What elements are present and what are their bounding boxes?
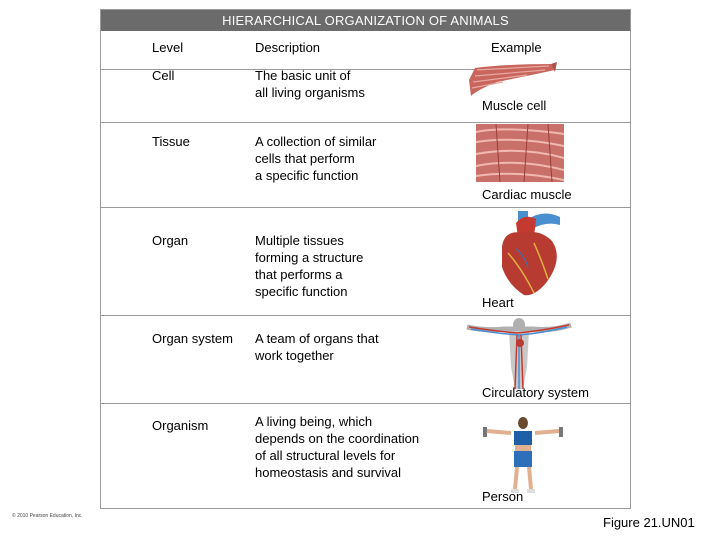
figure-label: Figure 21.UN01 [603, 515, 695, 530]
row-description: A living being, which depends on the coo… [255, 414, 420, 480]
header-description: Description [255, 40, 321, 55]
row-example: Heart [482, 295, 514, 310]
row-example: Cardiac muscle [482, 187, 572, 202]
row-divider [101, 122, 630, 123]
copyright-notice: © 2010 Pearson Education, Inc. [12, 513, 83, 519]
row-description: A collection of similar cells that perfo… [255, 134, 377, 183]
heart-icon [502, 211, 560, 296]
person-icon [483, 417, 563, 493]
row-level: Organ [152, 233, 189, 248]
row-level: Organ system [152, 331, 233, 346]
row-level: Tissue [152, 134, 190, 149]
table-title: HIERARCHICAL ORGANIZATION OF ANIMALS [101, 10, 630, 31]
row-example: Circulatory system [482, 385, 589, 400]
row-divider [101, 403, 630, 404]
cardiac-muscle-icon [476, 124, 564, 182]
header-level: Level [152, 40, 184, 55]
row-example: Person [482, 489, 524, 504]
header-row: Level Description Example [101, 31, 630, 70]
row-level: Cell [152, 68, 175, 83]
row-description: A team of organs that work together [255, 331, 379, 363]
muscle-cell-icon [469, 62, 557, 96]
row-level: Organism [152, 418, 209, 433]
row-description: The basic unit of all living organisms [255, 68, 365, 100]
row-divider [101, 315, 630, 316]
circulatory-system-icon [466, 318, 572, 390]
row-description: Multiple tissues forming a structure tha… [255, 233, 364, 299]
row-divider [101, 207, 630, 208]
header-example: Example [491, 40, 542, 55]
organization-table: HIERARCHICAL ORGANIZATION OF ANIMALS Lev… [100, 9, 631, 509]
row-example: Muscle cell [482, 98, 547, 113]
